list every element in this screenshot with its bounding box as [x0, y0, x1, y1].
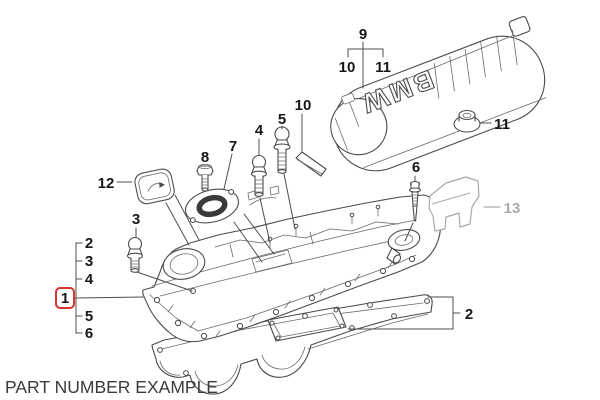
callout-2-gasket[interactable]: 2 [465, 306, 473, 323]
callout-list-4[interactable]: 4 [85, 271, 94, 288]
engine-cover-drawing: BMW [330, 16, 547, 172]
callout-12[interactable]: 12 [98, 175, 115, 192]
oil-filler-neck [162, 248, 206, 280]
cap-12-drawing [134, 168, 175, 205]
callout-5[interactable]: 5 [278, 111, 286, 128]
callout-10-seal[interactable]: 10 [295, 97, 312, 114]
cover-boss [387, 229, 421, 251]
callout-list-6[interactable]: 6 [85, 325, 93, 342]
leader-lines [73, 41, 501, 334]
callout-13[interactable]: 13 [504, 200, 521, 217]
seal-strip-10-drawing [295, 151, 327, 177]
bolt-8-drawing [196, 163, 214, 192]
callout-list-3[interactable]: 3 [85, 253, 93, 270]
bolt-5-drawing [273, 126, 291, 174]
callout-1[interactable]: 1 [61, 290, 69, 307]
callout-11-group[interactable]: 11 [375, 59, 391, 76]
screw-6-drawing [408, 180, 422, 222]
bracket-13-drawing [428, 176, 480, 232]
bolt-4-drawing [250, 154, 268, 197]
flange-7-drawing [184, 188, 240, 224]
part-number-example-hotspot[interactable]: 1 [55, 287, 75, 309]
callout-list-2[interactable]: 2 [85, 235, 93, 252]
bolt-3-drawing [126, 236, 144, 273]
callout-8[interactable]: 8 [201, 149, 209, 166]
footer-caption: PART NUMBER EXAMPLE [5, 377, 218, 397]
callout-3[interactable]: 3 [132, 211, 140, 228]
callout-9[interactable]: 9 [359, 26, 367, 43]
callout-7[interactable]: 7 [229, 138, 237, 155]
callout-10-group[interactable]: 10 [339, 59, 356, 76]
grommet-drawing [453, 109, 481, 133]
callout-6[interactable]: 6 [412, 159, 420, 176]
callouts: 2 3 4 5 6 1 12 3 8 7 4 5 10 9 10 11 6 11… [55, 26, 521, 342]
callout-11-grommet[interactable]: 11 [494, 116, 510, 133]
callout-4[interactable]: 4 [255, 122, 264, 139]
callout-list-5[interactable]: 5 [85, 308, 93, 325]
valve-cover-drawing [142, 185, 442, 343]
